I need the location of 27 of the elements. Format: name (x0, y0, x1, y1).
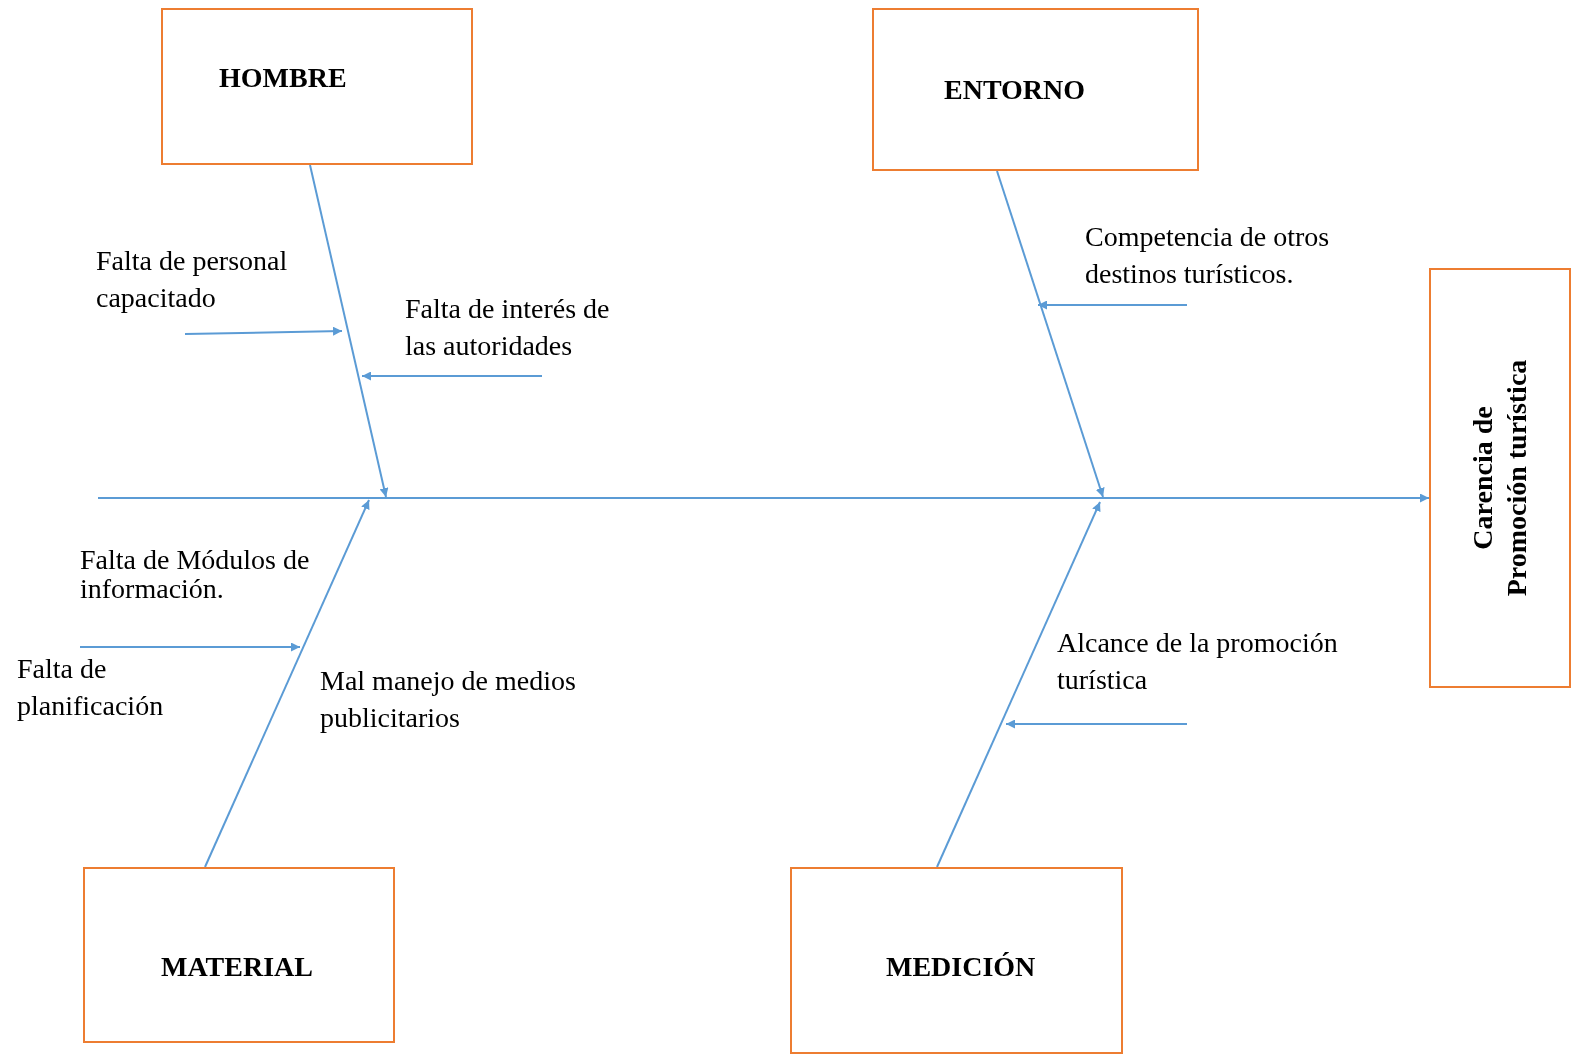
arrow (936, 501, 1101, 868)
arrow (184, 326, 343, 336)
category-box (872, 8, 1199, 171)
arrow (79, 642, 301, 652)
cause-text: Alcance de la promoción turística (1057, 624, 1387, 724)
category-box (83, 867, 395, 1043)
cause-text: Falta de planificación (17, 647, 197, 725)
arrow (1005, 719, 1188, 729)
spine-arrow (97, 493, 1430, 503)
cause-text: Falta de interés de las autoridades (405, 290, 645, 376)
cause-label: Falta de Módulos de información. (80, 545, 311, 603)
arrow (1037, 300, 1188, 310)
cause-label: Mal manejo de medios publicitarios (320, 664, 577, 735)
category-title: MEDICIÓN (886, 951, 1036, 983)
effect-title: Carencia de Promoción turística (1466, 358, 1533, 599)
arrow (996, 170, 1105, 498)
effect-box (1429, 268, 1571, 688)
cause-text: Competencia de otros destinos turísticos. (1085, 218, 1360, 305)
category-title: ENTORNO (944, 74, 1086, 106)
category-box (790, 867, 1123, 1054)
cause-text: Falta de personal capacitado (96, 242, 291, 334)
arrow (361, 371, 543, 381)
category-box (161, 8, 473, 165)
category-title: HOMBRE (219, 62, 347, 94)
arrow (309, 164, 389, 498)
category-title: MATERIAL (161, 951, 313, 983)
arrow (204, 499, 370, 868)
